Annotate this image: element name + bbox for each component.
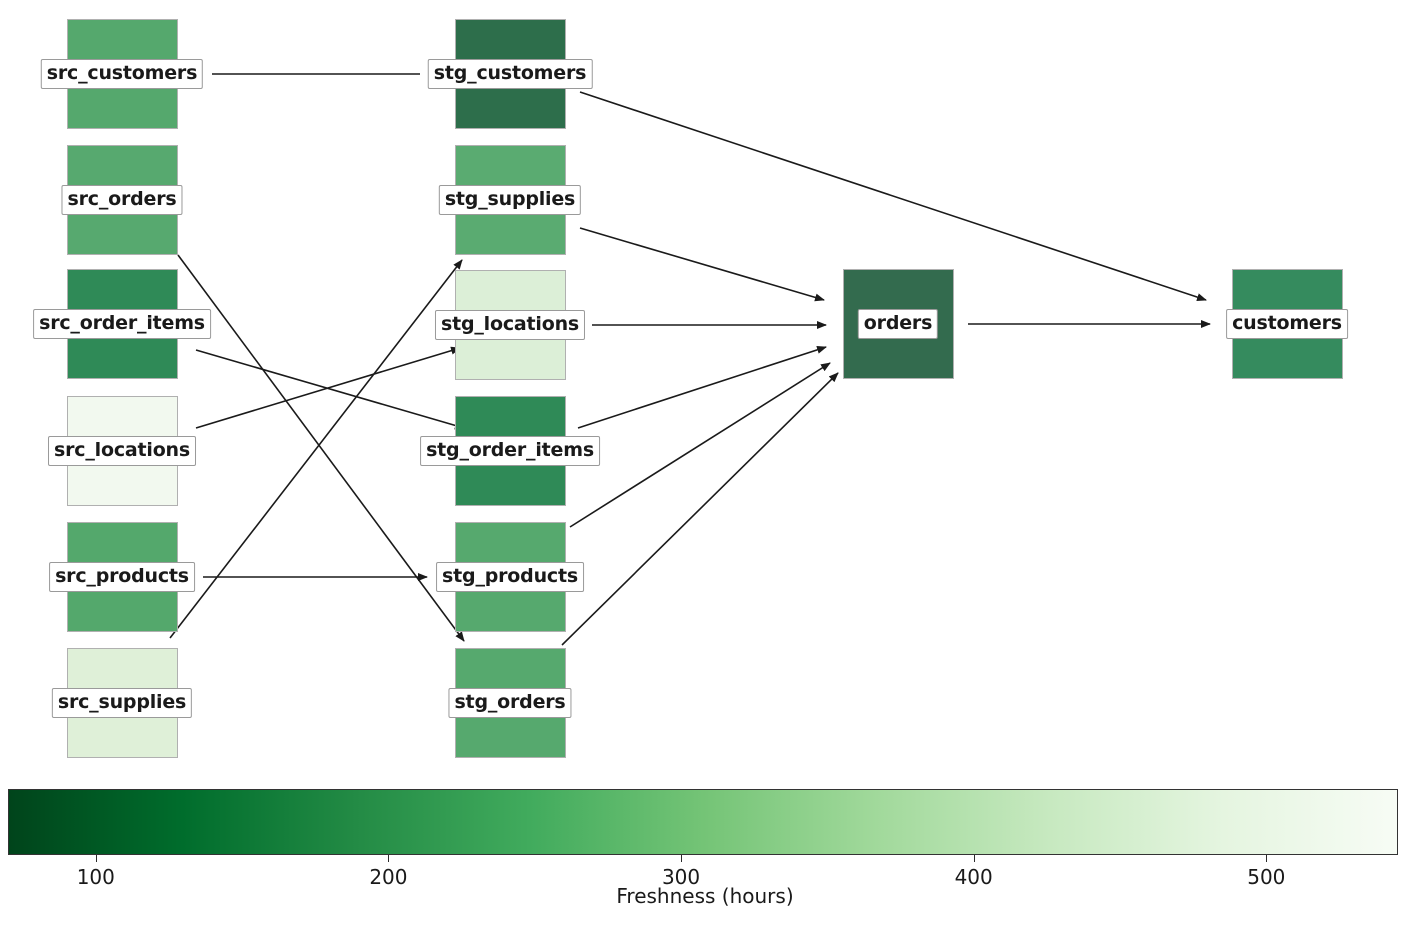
node-label-stg_customers[interactable]: stg_customers	[427, 59, 593, 89]
edge-stg_products-to-orders	[569, 362, 831, 528]
colorbar-axis-label: Freshness (hours)	[616, 884, 794, 908]
edge-src_supplies-to-stg_supplies	[169, 259, 463, 639]
colorbar-tick-label-400: 400	[954, 865, 993, 889]
node-label-customers[interactable]: customers	[1226, 309, 1348, 339]
edge-src_locations-to-stg_locations	[195, 346, 461, 429]
node-label-stg_locations[interactable]: stg_locations	[434, 310, 586, 340]
node-label-stg_products[interactable]: stg_products	[436, 562, 584, 592]
edge-stg_supplies-to-orders	[579, 227, 825, 302]
colorbar-tick-label-300: 300	[661, 865, 701, 889]
node-label-stg_order_items[interactable]: stg_order_items	[420, 436, 600, 466]
node-label-src_orders[interactable]: src_orders	[61, 185, 183, 215]
colorbar-tick-100	[95, 855, 97, 862]
edge-stg_order_items-to-orders	[577, 345, 827, 429]
colorbar-tick-500	[1266, 855, 1268, 862]
edge-src_order_items-to-stg_order_items	[195, 349, 465, 430]
edges-group	[169, 73, 1211, 646]
colorbar-tick-300	[681, 855, 683, 862]
node-label-src_order_items[interactable]: src_order_items	[33, 309, 211, 339]
colorbar-tick-label-200: 200	[369, 865, 408, 889]
colorbar: 100 200 300 400 500	[8, 789, 1398, 889]
node-label-src_products[interactable]: src_products	[49, 562, 195, 592]
edge-stg_orders-to-orders	[561, 372, 839, 646]
node-label-orders[interactable]: orders	[857, 309, 939, 339]
colorbar-tick-label-100: 100	[76, 865, 115, 889]
node-label-src_customers[interactable]: src_customers	[40, 59, 204, 89]
node-label-stg_orders[interactable]: stg_orders	[448, 688, 572, 718]
colorbar-tick-400	[973, 855, 975, 862]
node-label-src_locations[interactable]: src_locations	[48, 436, 196, 466]
node-label-src_supplies[interactable]: src_supplies	[51, 688, 193, 718]
colorbar-gradient	[8, 789, 1398, 855]
colorbar-tick-200	[388, 855, 390, 862]
node-label-stg_supplies[interactable]: stg_supplies	[438, 185, 582, 215]
colorbar-tick-label-500: 500	[1247, 865, 1286, 889]
